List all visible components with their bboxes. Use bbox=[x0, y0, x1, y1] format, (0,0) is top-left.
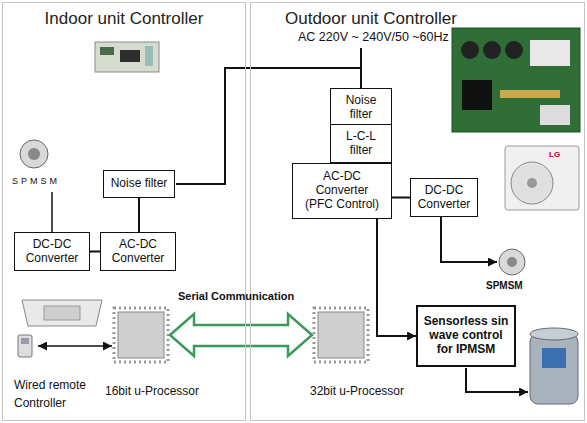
indoor-fan-motor bbox=[28, 148, 40, 160]
box-label: Sensorless sin wave control for IPMSM bbox=[422, 315, 510, 356]
indoor-pcb bbox=[95, 42, 159, 72]
wire bbox=[51, 192, 53, 232]
power-line bbox=[392, 197, 410, 199]
power-line bbox=[138, 198, 140, 232]
process-box: Noise filter bbox=[103, 170, 175, 198]
remote-picture bbox=[18, 335, 32, 357]
outdoor-chip bbox=[314, 308, 368, 362]
outdoor-chip bbox=[314, 308, 368, 362]
link-label: Serial Communication bbox=[178, 290, 294, 303]
process-box: DC-DC Converter bbox=[410, 178, 478, 217]
panel-heading: Outdoor unit Controller bbox=[285, 9, 584, 29]
process-box: AC-DC Converter bbox=[100, 232, 176, 271]
indoor-pcb bbox=[120, 50, 140, 62]
cassette-unit-picture bbox=[44, 306, 80, 320]
outdoor-pcb bbox=[530, 40, 570, 66]
indoor-chip bbox=[114, 308, 168, 362]
cassette-unit-picture bbox=[22, 300, 102, 326]
indoor-chip bbox=[118, 312, 164, 358]
outdoor-unit-picture bbox=[511, 162, 553, 204]
brand-label: LG bbox=[549, 150, 560, 160]
box-label: L-C-L filter bbox=[335, 130, 387, 158]
motor-label: SPMSM bbox=[486, 280, 523, 292]
supply-label: AC 220V ~ 240V/50 ~60Hz bbox=[298, 30, 449, 45]
controller-panel: Outdoor unit ControllerNoise filterL-C-L… bbox=[250, 2, 585, 421]
cassette-unit-picture bbox=[22, 300, 102, 326]
indoor-pcb bbox=[100, 47, 114, 55]
box-label: Noise filter bbox=[111, 177, 168, 191]
wire bbox=[466, 368, 528, 392]
box-label: AC-DC Converter bbox=[105, 238, 171, 266]
compressor-picture bbox=[530, 328, 578, 404]
outdoor-pcb bbox=[462, 80, 492, 110]
indoor-pcb bbox=[95, 42, 159, 72]
indoor-chip bbox=[114, 308, 168, 362]
outdoor-pcb bbox=[452, 28, 580, 132]
process-box: L-C-L filter bbox=[330, 124, 392, 163]
indoor-fan-motor bbox=[20, 140, 48, 168]
outdoor-pcb bbox=[540, 105, 570, 125]
wire bbox=[38, 345, 112, 347]
box-label: DC-DC Converter bbox=[415, 184, 473, 212]
outdoor-pcb bbox=[461, 41, 479, 59]
process-box: AC-DC Converter (PFC Control) bbox=[292, 163, 392, 219]
box-label: AC-DC Converter (PFC Control) bbox=[301, 170, 383, 211]
remote-picture bbox=[21, 338, 29, 344]
outdoor-pcb bbox=[483, 41, 501, 59]
process-box: DC-DC Converter bbox=[14, 232, 90, 271]
wire bbox=[38, 48, 528, 392]
outdoor-pcb bbox=[505, 41, 523, 59]
power-line bbox=[90, 251, 100, 253]
serial-arrow bbox=[170, 314, 312, 356]
compressor-picture bbox=[530, 328, 578, 340]
outdoor-chip bbox=[318, 312, 364, 358]
panel-heading: Indoor unit Controller bbox=[3, 9, 245, 29]
outdoor-unit-picture bbox=[505, 146, 579, 210]
indoor-pcb bbox=[145, 46, 153, 66]
outdoor-fan-motor bbox=[507, 257, 517, 267]
outdoor-unit-picture bbox=[505, 146, 579, 210]
process-box: Noise filter bbox=[330, 88, 392, 127]
serial-arrow bbox=[170, 314, 312, 356]
box-label: DC-DC Converter bbox=[19, 238, 85, 266]
compressor-picture bbox=[542, 348, 566, 368]
wire bbox=[441, 217, 497, 262]
outdoor-pcb bbox=[500, 90, 560, 98]
outdoor-unit-picture bbox=[527, 178, 537, 188]
controller-panel: Indoor unit ControllerNoise filterDC-DC … bbox=[2, 2, 246, 421]
outdoor-fan-motor bbox=[499, 249, 525, 275]
box-label: Noise filter bbox=[335, 94, 387, 122]
processor-label: 32bit u-Processor bbox=[310, 384, 404, 398]
process-box: Sensorless sin wave control for IPMSM bbox=[416, 305, 516, 367]
processor-label: 16bit u-Processor bbox=[105, 384, 199, 398]
compressor-picture bbox=[530, 334, 578, 404]
motor-label: SPMSM bbox=[12, 176, 60, 187]
power-line bbox=[377, 219, 416, 336]
remote-label: Wired remote Controller bbox=[14, 376, 98, 412]
remote-picture bbox=[18, 335, 32, 357]
indoor-fan-motor bbox=[20, 140, 48, 168]
outdoor-fan-motor bbox=[499, 249, 525, 275]
outdoor-pcb bbox=[452, 28, 580, 132]
